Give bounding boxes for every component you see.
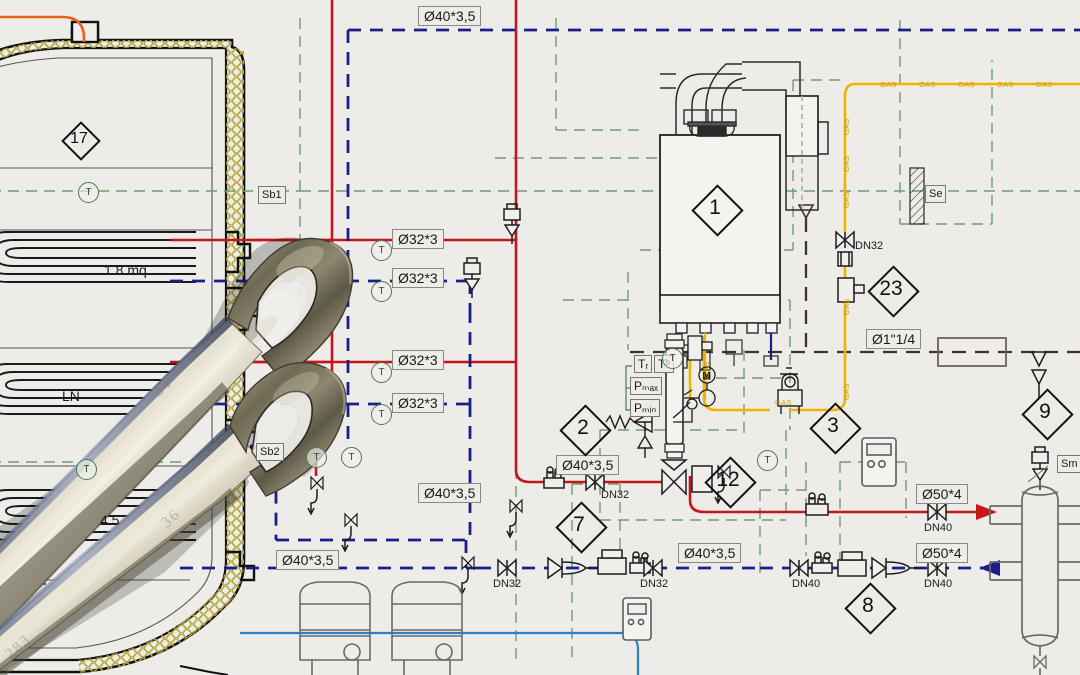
pipe-label: Ø32*3 — [392, 393, 444, 413]
pipe-label: Ø32*3 — [392, 268, 444, 288]
item-badge-17: 17 — [61, 121, 101, 161]
temperature-sensor: T — [371, 240, 392, 261]
badge-number: 7 — [573, 513, 585, 536]
badge-number: 12 — [716, 468, 740, 491]
item-badge-12: 12 — [703, 455, 757, 509]
gas-line-tag: GAS — [880, 80, 897, 89]
tag-box-sb2: Sb2 — [256, 443, 284, 461]
badge-number: 1 — [709, 196, 721, 219]
temperature-sensor: T — [371, 404, 392, 425]
orange-vent-pipe — [0, 15, 86, 42]
item-badge-2: 2 — [558, 403, 612, 457]
open-end-wrench-upper: 31 — [0, 237, 354, 631]
temperature-sensor: T — [371, 362, 392, 383]
temperature-sensor: T — [757, 450, 778, 471]
gas-line-tag: GAS — [1036, 80, 1053, 89]
badge-number: 17 — [70, 130, 88, 147]
valve-size-label: DN32 — [493, 578, 522, 590]
pipe-label: Ø32*3 — [392, 229, 444, 249]
valve-size-label: DN40 — [924, 578, 953, 590]
badge-number: 9 — [1039, 400, 1051, 423]
temperature-sensor: T — [371, 281, 392, 302]
gas-line-tag: GAS — [842, 383, 851, 400]
item-badge-23: 23 — [866, 264, 920, 318]
expansion-vessels — [299, 581, 463, 675]
gas-line-tag: GAS — [842, 298, 851, 315]
tag-box-sm: Sm — [1057, 455, 1080, 473]
tank-area-label: 1.8 mq — [104, 262, 147, 278]
open-end-wrench-lower: 36 283 — [0, 361, 347, 675]
gas-line-tag: GAS — [919, 80, 936, 89]
valve-size-label: DN40 — [924, 522, 953, 534]
item-badge-3: 3 — [808, 401, 862, 455]
instrument-pmax: Pₘₐₓ — [630, 377, 662, 395]
gas-line-tag: GAS — [958, 80, 975, 89]
pipe-label: Ø50*4 — [916, 484, 968, 504]
instrument-tr: Tᵣ — [634, 355, 653, 373]
hydraulic-separator — [989, 465, 1080, 675]
item-badge-1: 1 — [690, 183, 744, 237]
temperature-sensor: T — [341, 447, 362, 468]
electrical-control-network — [0, 18, 1080, 660]
temperature-sensor: T — [662, 348, 683, 369]
pipe-label: Ø32*3 — [392, 350, 444, 370]
storage-tank-insulated — [0, 20, 260, 675]
gas-line-tag: GAS — [997, 80, 1014, 89]
flow-direction-arrow — [976, 504, 997, 520]
valves-and-fittings — [307, 203, 1049, 596]
tag-box-se: Se — [925, 185, 947, 203]
badge-number: 8 — [862, 594, 874, 617]
tank-area-label: 4.5 — [100, 512, 120, 528]
wall-hung-boiler — [659, 61, 829, 400]
tag-box-sb1: Sb1 — [258, 186, 286, 204]
instrument-pmin: Pₘᵢₙ — [630, 399, 661, 417]
pipe-label: Ø40*3,5 — [678, 543, 742, 563]
gas-pressure-regulator — [777, 367, 803, 414]
item-badge-9: 9 — [1020, 387, 1074, 441]
badge-number: 2 — [577, 416, 589, 439]
gas-line-tag: GAS — [842, 155, 851, 172]
safety-relief-valve — [605, 410, 654, 458]
drain-valve-group — [307, 464, 731, 596]
badge-number: 23 — [879, 277, 903, 300]
control-panels — [622, 437, 897, 641]
valve-size-label: DN32 — [640, 578, 669, 590]
item-badge-8: 8 — [843, 581, 897, 635]
flue-silencer — [937, 337, 1007, 367]
valve-size-label: DN40 — [792, 578, 821, 590]
pipe-label: Ø40*3,5 — [418, 6, 482, 26]
gas-line-tag: GAS — [775, 398, 792, 407]
pipe-label: Ø40*3,5 — [556, 455, 620, 475]
valve-size-label: DN32 — [855, 240, 884, 252]
item-badge-7: 7 — [554, 500, 608, 554]
gas-line-tag: GAS — [702, 361, 711, 378]
tank-area-label: LN — [62, 388, 80, 404]
temperature-sensor: T — [306, 447, 327, 468]
wall-penetration-hatch — [909, 167, 925, 225]
pipe-label: Ø1"1/4 — [866, 329, 922, 349]
temperature-sensor: T — [76, 459, 97, 480]
pipe-label: Ø40*3,5 — [418, 483, 482, 503]
badge-number: 3 — [827, 414, 839, 437]
pipe-label: Ø40*3,5 — [276, 550, 340, 570]
gas-line-tag: GAS — [842, 118, 851, 135]
valve-size-label: DN32 — [601, 489, 630, 501]
temperature-sensor: T — [78, 182, 99, 203]
svg-text:M: M — [703, 371, 711, 381]
air-vent-group — [463, 203, 521, 298]
pipe-label: Ø50*4 — [916, 543, 968, 563]
gas-line-tag: GAS — [842, 191, 851, 208]
